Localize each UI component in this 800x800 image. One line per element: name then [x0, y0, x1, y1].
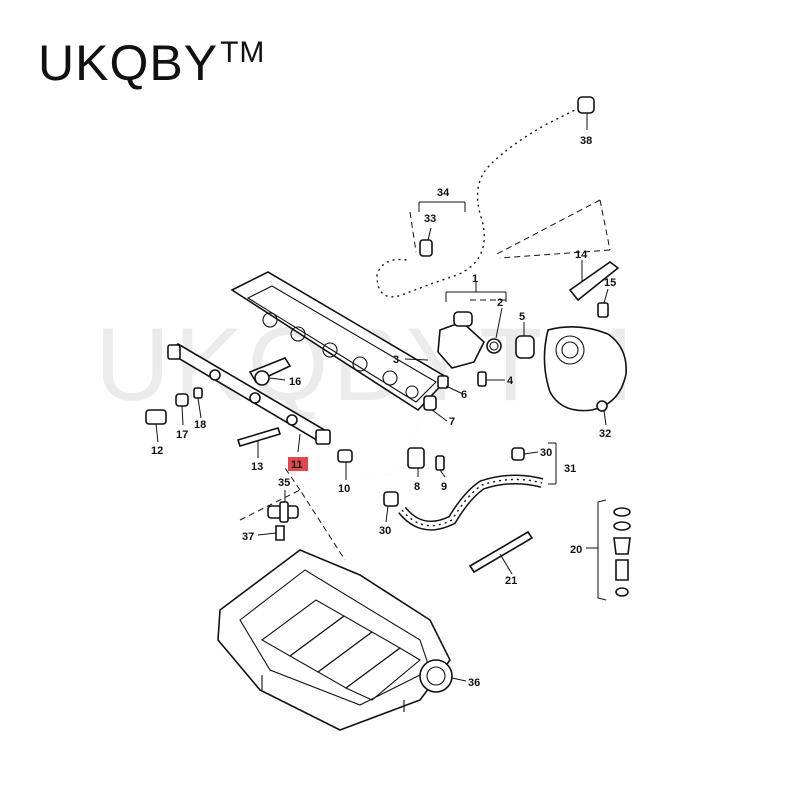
callout-30-upper: 30 — [540, 447, 552, 459]
intake-manifold-36 — [217, 549, 453, 731]
brand-logo: UKQBYTM — [38, 34, 265, 92]
high-pressure-pump-1 — [437, 311, 535, 369]
seal-kit-20 — [597, 499, 631, 601]
callout-30-lower: 30 — [379, 525, 391, 537]
callout-32: 32 — [599, 428, 611, 440]
high-pressure-line-7 — [337, 371, 487, 476]
injector-35 — [267, 501, 299, 541]
callout-7: 7 — [449, 416, 455, 428]
cable-tie-21 — [468, 530, 534, 574]
callout-16: 16 — [289, 376, 301, 388]
callout-17: 17 — [176, 429, 188, 441]
bolt-13 — [236, 427, 282, 447]
fuel-line-34 — [373, 96, 595, 301]
callout-9: 9 — [441, 481, 447, 493]
callout-10: 10 — [338, 483, 350, 495]
callout-36: 36 — [468, 677, 480, 689]
callout-4: 4 — [507, 375, 514, 387]
brand-name: UKQBY — [38, 35, 219, 91]
fuel-rail-11 — [166, 343, 331, 445]
leader-lines — [155, 113, 609, 682]
callout-13: 13 — [251, 461, 263, 473]
callout-20: 20 — [570, 544, 582, 556]
callout-15: 15 — [604, 277, 616, 289]
trademark-mark: TM — [220, 36, 266, 69]
injector-16 — [248, 357, 292, 386]
highlight-box-11 — [288, 457, 308, 471]
callout-38: 38 — [580, 135, 592, 147]
callout-37: 37 — [242, 531, 254, 543]
callout-3: 3 — [393, 354, 399, 366]
callout-11: 11 — [291, 459, 303, 471]
callout-35: 35 — [278, 477, 290, 489]
callout-1: 1 — [472, 273, 478, 285]
callout-2: 2 — [497, 297, 503, 309]
vacuum-pump-32 — [543, 326, 627, 412]
hose-31 — [383, 447, 544, 531]
callout-labels: 1 2 3 4 5 6 7 8 9 10 11 12 13 14 15 16 1… — [151, 135, 616, 689]
callout-8: 8 — [414, 481, 420, 493]
callout-5: 5 — [519, 311, 525, 323]
callout-33: 33 — [424, 213, 436, 225]
callout-21: 21 — [505, 575, 517, 587]
callout-14: 14 — [575, 249, 588, 261]
intake-flange-plate — [230, 271, 450, 412]
callout-6: 6 — [461, 389, 467, 401]
callout-18: 18 — [194, 419, 206, 431]
callout-31: 31 — [564, 463, 576, 475]
callout-34: 34 — [437, 187, 450, 199]
bracket-14 — [568, 261, 620, 318]
callout-12: 12 — [151, 445, 163, 457]
